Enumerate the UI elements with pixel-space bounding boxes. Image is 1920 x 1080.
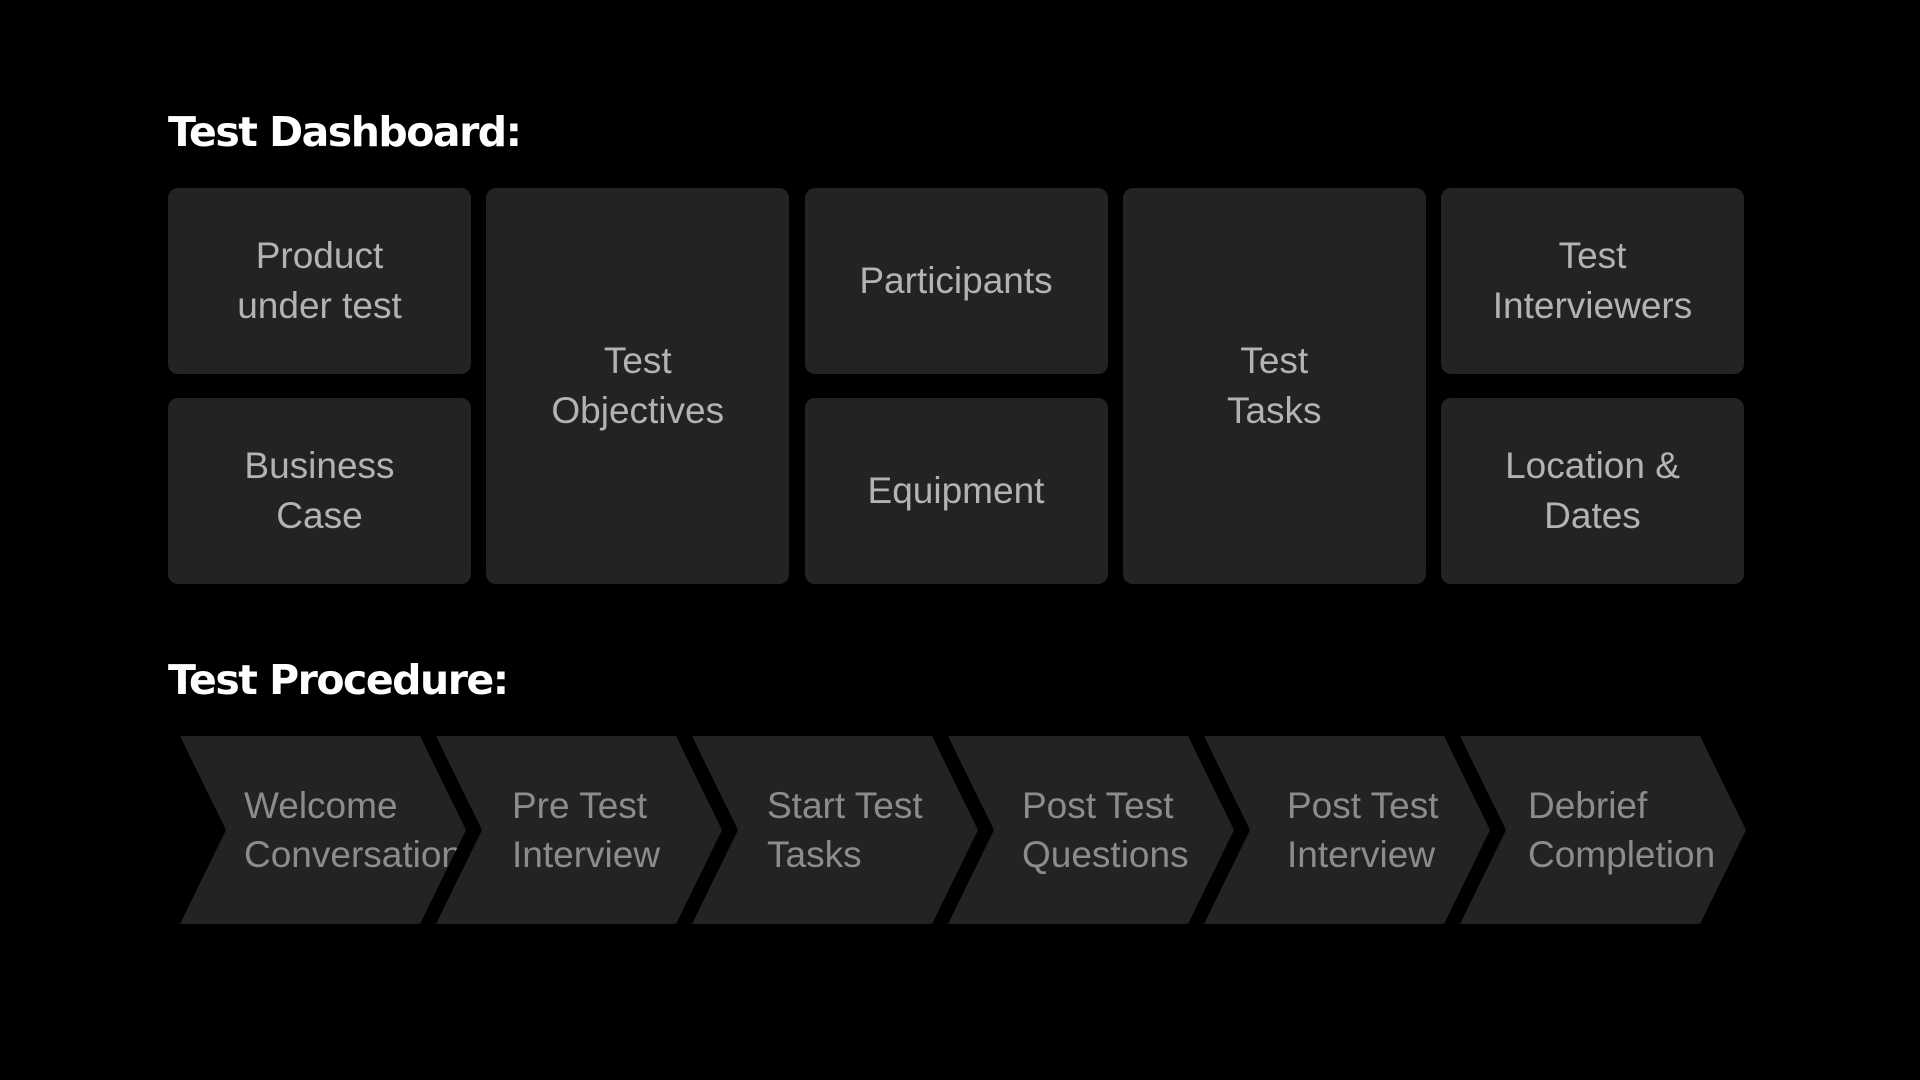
tile-test-interviewers: Test Interviewers [1441,188,1744,374]
tile-business-case: Business Case [168,398,471,584]
tile-location-dates: Location & Dates [1441,398,1744,584]
procedure-step-label: Debrief Completion [1528,785,1716,875]
tile-test-objectives: Test Objectives [486,188,790,584]
procedure-step-start-test-tasks: Start Test Tasks [692,736,978,924]
test-dashboard-title: Test Dashboard: [168,108,522,156]
procedure-step-label: Pre Test Interview [512,785,661,875]
tile-equipment: Equipment [804,398,1108,584]
procedure-step-label: Welcome Conversation [244,785,463,875]
procedure-step-label: Post Test Questions [1022,785,1189,875]
test-procedure-title: Test Procedure: [168,656,509,704]
procedure-step-post-test-questions: Post Test Questions [948,736,1234,924]
procedure-step-label: Post Test Interview [1287,785,1439,875]
tile-test-tasks: Test Tasks [1122,188,1426,584]
procedure-step-debrief-completion: Debrief Completion [1460,736,1746,924]
procedure-step-welcome: Welcome Conversation [180,736,466,924]
test-dashboard-grid: Product under test Business Case Test Ob… [168,188,1744,584]
procedure-step-post-test-interview: Post Test Interview [1204,736,1490,924]
tile-participants: Participants [804,188,1108,374]
procedure-step-pre-test-interview: Pre Test Interview [436,736,722,924]
procedure-step-label: Start Test Tasks [767,785,923,875]
tile-product-under-test: Product under test [168,188,471,374]
test-procedure-flow: Welcome Conversation Pre Test Interview … [180,736,1750,924]
